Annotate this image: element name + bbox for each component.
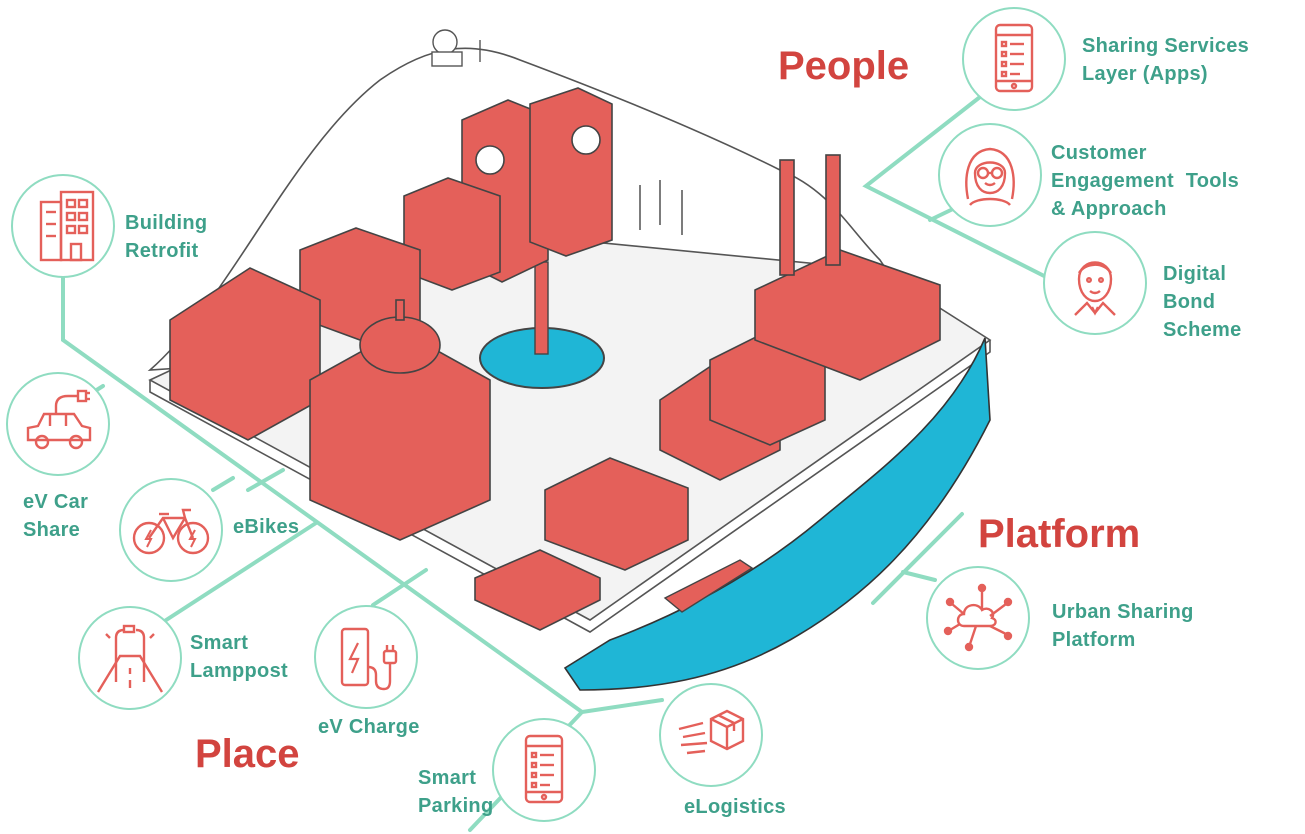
building-retrofit-circle bbox=[11, 174, 115, 278]
urban-sharing-circle bbox=[926, 566, 1030, 670]
sharing-services-label: Sharing Services Layer (Apps) bbox=[1082, 35, 1250, 85]
parcel-icon bbox=[678, 709, 745, 755]
ebikes-circle bbox=[119, 478, 223, 582]
digital-bond-circle bbox=[1043, 231, 1147, 335]
place-connector-main bbox=[61, 276, 584, 714]
building-retrofit-label: Building Retrofit bbox=[125, 212, 208, 262]
people-connector bbox=[862, 95, 1060, 285]
wind-turbines bbox=[639, 180, 683, 235]
people-heading: People bbox=[778, 44, 910, 88]
platform-connector-branch bbox=[901, 570, 937, 582]
building-icon bbox=[39, 190, 95, 262]
smart-parking-label: Smart Parking bbox=[418, 767, 494, 817]
customer-engagement-label: Customer Engagement Tools & Approach bbox=[1051, 142, 1240, 220]
ev-car-share-label: eV Car Share bbox=[23, 491, 89, 541]
construction-site bbox=[474, 549, 601, 631]
smart-lamppost-circle bbox=[78, 606, 182, 710]
ev-charge-circle bbox=[314, 605, 418, 709]
town-hall bbox=[309, 299, 491, 541]
ev-car-share-circle bbox=[6, 372, 110, 476]
customer-engagement-circle bbox=[938, 123, 1042, 227]
elogistics-label: eLogistics bbox=[684, 796, 786, 818]
houses bbox=[659, 329, 826, 481]
place-connector-lamppost bbox=[158, 521, 318, 626]
ev-charger-icon bbox=[340, 627, 398, 691]
platform-heading: Platform bbox=[978, 512, 1141, 556]
cloud-network-icon bbox=[943, 583, 1013, 652]
boat bbox=[663, 559, 754, 613]
man-face-icon bbox=[1074, 261, 1116, 316]
electric-car-icon bbox=[26, 389, 92, 450]
observatory bbox=[431, 29, 481, 67]
ev-charge-label: eV Charge bbox=[318, 716, 420, 738]
ebikes-label: eBikes bbox=[233, 516, 300, 538]
digital-bond-label: Digital Bond Scheme bbox=[1163, 263, 1242, 341]
river bbox=[563, 337, 991, 691]
market-hall bbox=[544, 457, 689, 571]
monument bbox=[534, 261, 549, 355]
woman-face-icon bbox=[965, 147, 1015, 206]
platform-connector bbox=[871, 512, 964, 605]
place-connector-charge bbox=[371, 568, 428, 607]
smart-lamppost-label: Smart Lamppost bbox=[190, 632, 288, 682]
phone-app-icon bbox=[994, 23, 1034, 93]
ebike-icon bbox=[132, 508, 210, 555]
parking-app-icon bbox=[524, 734, 564, 804]
elogistics-circle bbox=[659, 683, 763, 787]
place-connector-ebike2 bbox=[246, 468, 285, 492]
sharing-services-circle bbox=[962, 7, 1066, 111]
place-connector-ebike bbox=[211, 476, 235, 492]
lamppost-icon bbox=[96, 624, 164, 693]
smart-parking-circle bbox=[492, 718, 596, 822]
place-heading: Place bbox=[195, 732, 300, 776]
urban-sharing-label: Urban Sharing Platform bbox=[1052, 601, 1194, 651]
factory bbox=[754, 154, 941, 381]
